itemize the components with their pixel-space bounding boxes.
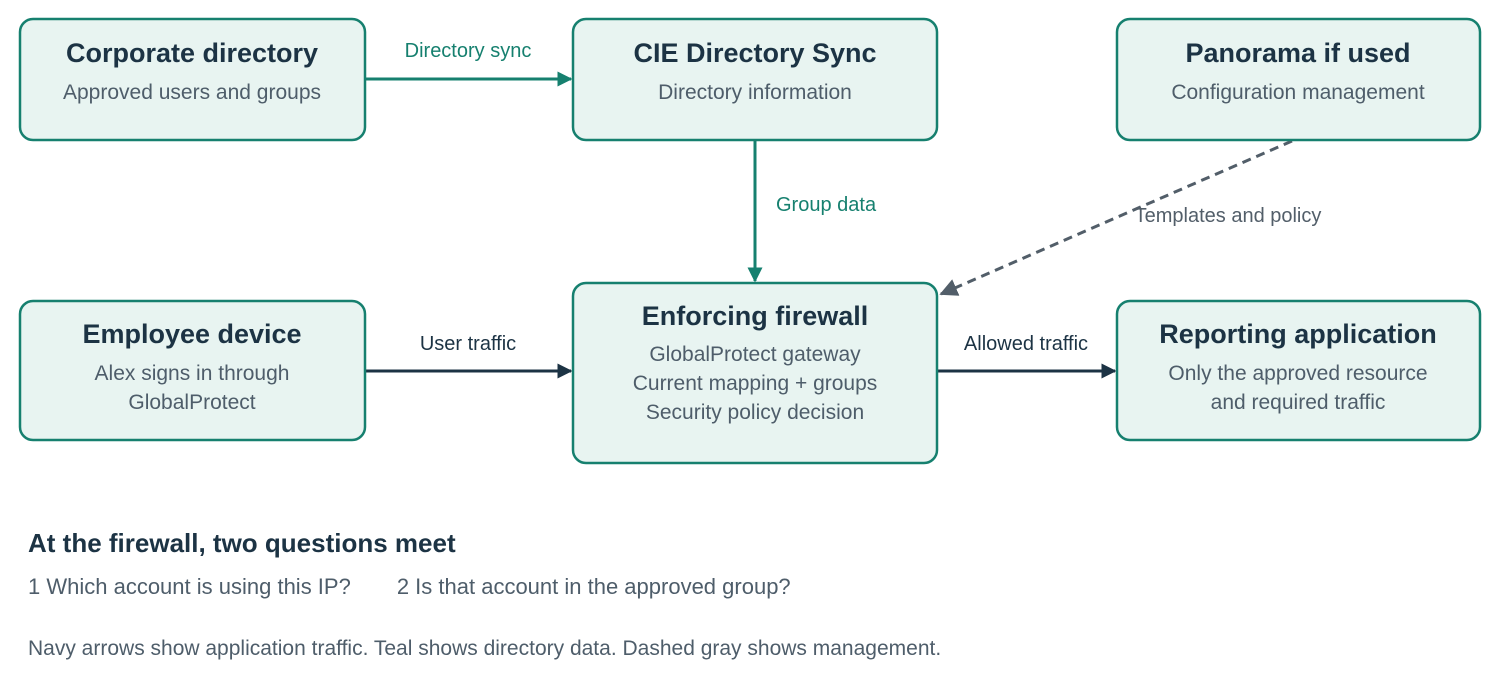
node-description: Alex signs in through [95,362,290,385]
edge-allowed-traffic: Allowed traffic [937,333,1117,379]
node-title: Corporate directory [66,38,318,68]
node-title: Reporting application [1159,319,1437,349]
node-enforcing-firewall: Enforcing firewall GlobalProtect gateway… [571,281,939,465]
legend-questions: 1 Which account is using this IP? 2 Is th… [28,574,1468,600]
node-description: Current mapping + groups [633,372,878,395]
edge-group-data: Group data [747,140,877,283]
question-2: 2 Is that account in the approved group? [396,574,791,599]
legend-title: At the firewall, two questions meet [28,528,456,558]
edge-label-templates-policy: Templates and policy [1135,205,1322,227]
node-employee-device: Employee device Alex signs in through Gl… [18,299,367,442]
edge-templates-policy: Templates and policy [939,139,1322,296]
edge-label-directory-sync: Directory sync [405,40,532,62]
node-description: Only the approved resource [1168,362,1427,385]
node-description: Configuration management [1171,81,1424,104]
node-description: Approved users and groups [63,81,321,104]
node-description: Security policy decision [646,401,864,424]
question-1: 1 Which account is using this IP? [28,574,351,599]
node-title: Panorama if used [1185,38,1410,68]
edge-label-allowed-traffic: Allowed traffic [964,333,1088,355]
edge-user-traffic: User traffic [365,333,573,379]
node-corporate-directory: Corporate directory Approved users and g… [18,17,367,142]
edge-label-group-data: Group data [776,194,877,216]
node-reporting-application: Reporting application Only the approved … [1115,299,1482,442]
edge-label-user-traffic: User traffic [420,333,516,355]
node-description: Directory information [658,81,852,104]
node-title: Employee device [82,319,301,349]
node-title: Enforcing firewall [642,301,869,331]
node-title: CIE Directory Sync [633,38,876,68]
node-panorama: Panorama if used Configuration managemen… [1115,17,1482,142]
architecture-diagram: Directory sync Group data Templates and … [18,17,1482,465]
node-description: GlobalProtect gateway [649,343,861,366]
edge-directory-sync: Directory sync [365,40,573,87]
node-description: and required traffic [1211,391,1386,414]
node-cie-directory-sync: CIE Directory Sync Directory information [571,17,939,142]
legend-note: Navy arrows show application traffic. Te… [28,637,942,660]
node-description: GlobalProtect [128,391,255,414]
